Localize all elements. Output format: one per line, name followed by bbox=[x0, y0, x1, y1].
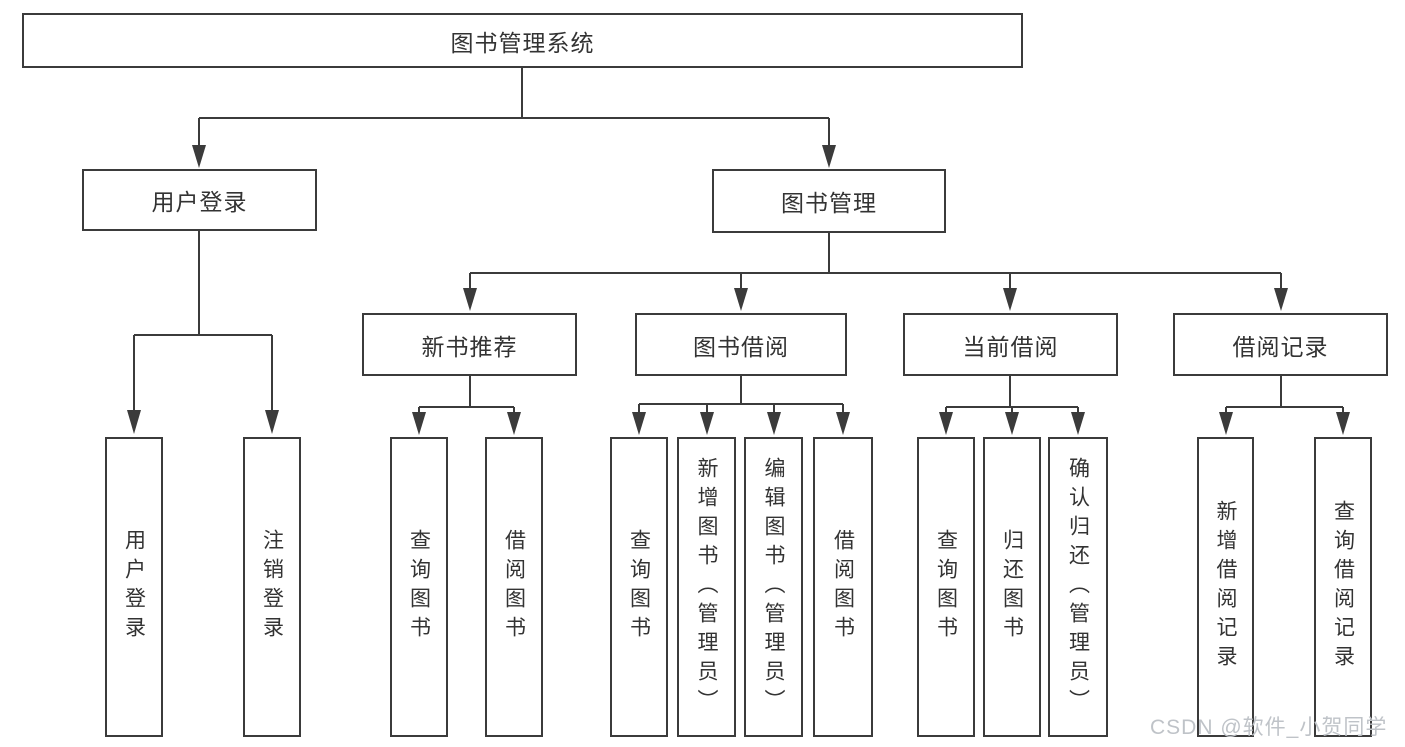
leaf-label: 确认归还（管理员） bbox=[1066, 456, 1090, 718]
node-borrow-records: 借阅记录 bbox=[1173, 313, 1388, 376]
leaf-add-books-admin: 新增图书（管理员） bbox=[677, 437, 736, 737]
watermark: CSDN @软件_小贺同学 bbox=[1150, 716, 1388, 739]
leaf-add-borrow-record: 新增借阅记录 bbox=[1197, 437, 1254, 737]
leaf-label: 借阅图书 bbox=[831, 529, 855, 645]
leaf-label: 查询借阅记录 bbox=[1331, 500, 1355, 674]
node-new-book-recommend-label: 新书推荐 bbox=[421, 333, 518, 360]
node-root: 图书管理系统 bbox=[22, 13, 1023, 68]
leaf-label: 编辑图书（管理员） bbox=[762, 456, 785, 718]
leaf-label: 用户登录 bbox=[122, 529, 146, 645]
node-root-label: 图书管理系统 bbox=[450, 29, 595, 56]
leaf-recommend-borrow-books: 借阅图书 bbox=[485, 437, 543, 737]
node-borrow-records-label: 借阅记录 bbox=[1232, 333, 1329, 360]
node-current-borrow-label: 当前借阅 bbox=[962, 333, 1059, 360]
leaf-label: 归还图书 bbox=[1000, 529, 1024, 645]
leaf-borrow-query-books: 查询图书 bbox=[610, 437, 668, 737]
leaf-recommend-query-books: 查询图书 bbox=[390, 437, 448, 737]
leaf-label: 注销登录 bbox=[260, 529, 284, 645]
leaf-current-query-books: 查询图书 bbox=[917, 437, 975, 737]
node-book-borrow-label: 图书借阅 bbox=[693, 333, 789, 360]
leaf-borrow-books: 借阅图书 bbox=[813, 437, 873, 737]
node-current-borrow: 当前借阅 bbox=[903, 313, 1118, 376]
node-book-management: 图书管理 bbox=[712, 169, 946, 233]
leaf-label: 查询图书 bbox=[934, 529, 958, 645]
leaf-label: 新增图书（管理员） bbox=[695, 456, 718, 718]
leaf-label: 查询图书 bbox=[407, 529, 431, 645]
leaf-user-login: 用户登录 bbox=[105, 437, 163, 737]
leaf-edit-books-admin: 编辑图书（管理员） bbox=[744, 437, 803, 737]
leaf-confirm-return-admin: 确认归还（管理员） bbox=[1048, 437, 1108, 737]
leaf-label: 新增借阅记录 bbox=[1214, 500, 1237, 674]
node-user-login: 用户登录 bbox=[82, 169, 317, 231]
leaf-return-books: 归还图书 bbox=[983, 437, 1041, 737]
node-book-management-label: 图书管理 bbox=[781, 190, 877, 216]
leaf-label: 借阅图书 bbox=[502, 529, 526, 645]
node-book-borrow: 图书借阅 bbox=[635, 313, 847, 376]
node-new-book-recommend: 新书推荐 bbox=[362, 313, 577, 376]
leaf-label: 查询图书 bbox=[627, 529, 651, 645]
leaf-query-borrow-record: 查询借阅记录 bbox=[1314, 437, 1372, 737]
leaf-logout: 注销登录 bbox=[243, 437, 301, 737]
node-user-login-label: 用户登录 bbox=[151, 189, 248, 215]
